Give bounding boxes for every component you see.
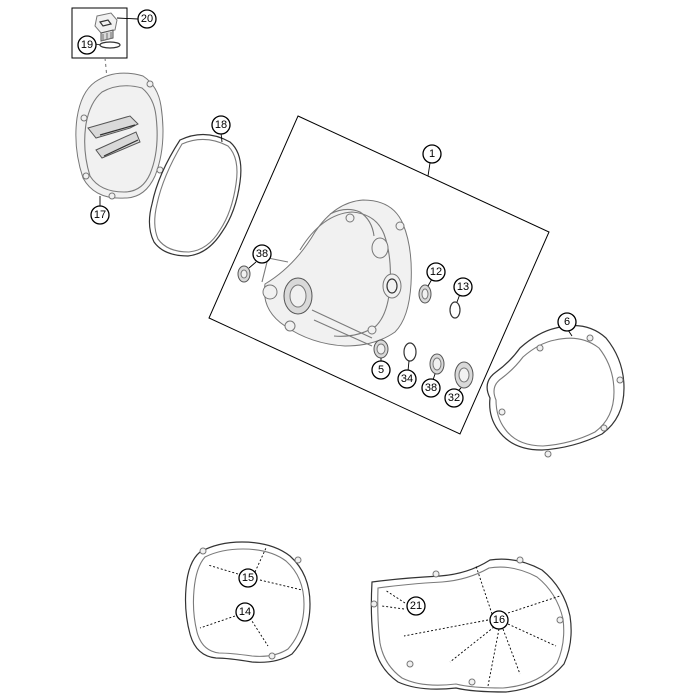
callout-13[interactable]: 13 [453,277,473,297]
callout-15-label: 15 [242,572,254,584]
callout-18-label: 18 [215,119,227,131]
callout-17-label: 17 [94,209,106,221]
callout-1[interactable]: 1 [422,144,442,164]
callout-17[interactable]: 17 [90,205,110,225]
clutch-cover-gasket [148,132,242,257]
callout-6-label: 6 [564,316,570,328]
circlip-13 [449,301,461,319]
callout-38-right-label: 38 [425,382,437,394]
oil-filler-plug [94,12,118,42]
lower-housing-gasket [370,556,572,693]
callout-21[interactable]: 21 [406,596,426,616]
callout-34[interactable]: 34 [397,369,417,389]
callout-16-label: 16 [493,614,505,626]
callout-15[interactable]: 15 [238,568,258,588]
callout-19[interactable]: 19 [77,35,97,55]
callout-1-label: 1 [429,148,435,160]
callout-38-left[interactable]: 38 [252,244,272,264]
callout-18[interactable]: 18 [211,115,231,135]
callout-32[interactable]: 32 [444,388,464,408]
oil-plug-group [71,7,139,79]
callout-13-label: 13 [457,281,469,293]
o-ring-19 [99,41,121,49]
circlip-34 [403,342,417,362]
callout-14[interactable]: 14 [235,602,255,622]
housing-gasket [486,325,625,458]
callout-21-label: 21 [410,600,422,612]
callout-19-label: 19 [81,39,93,51]
clutch-housing-assembly [208,115,550,435]
callout-38-right[interactable]: 38 [421,378,441,398]
callout-5[interactable]: 5 [371,360,391,380]
callout-20[interactable]: 20 [137,9,157,29]
callout-6[interactable]: 6 [557,312,577,332]
callout-34-label: 34 [401,373,413,385]
outer-clutch-gasket [184,541,311,663]
clutch-cover [75,72,164,206]
callout-38-left-label: 38 [256,248,268,260]
callout-32-label: 32 [448,392,460,404]
assembly-frame [208,115,550,435]
callout-20-label: 20 [141,13,153,25]
callout-14-label: 14 [239,606,251,618]
callout-5-label: 5 [378,364,384,376]
callout-12-label: 12 [430,266,442,278]
callout-16[interactable]: 16 [489,610,509,630]
oil-plug-box [71,7,128,59]
callout-12[interactable]: 12 [426,262,446,282]
